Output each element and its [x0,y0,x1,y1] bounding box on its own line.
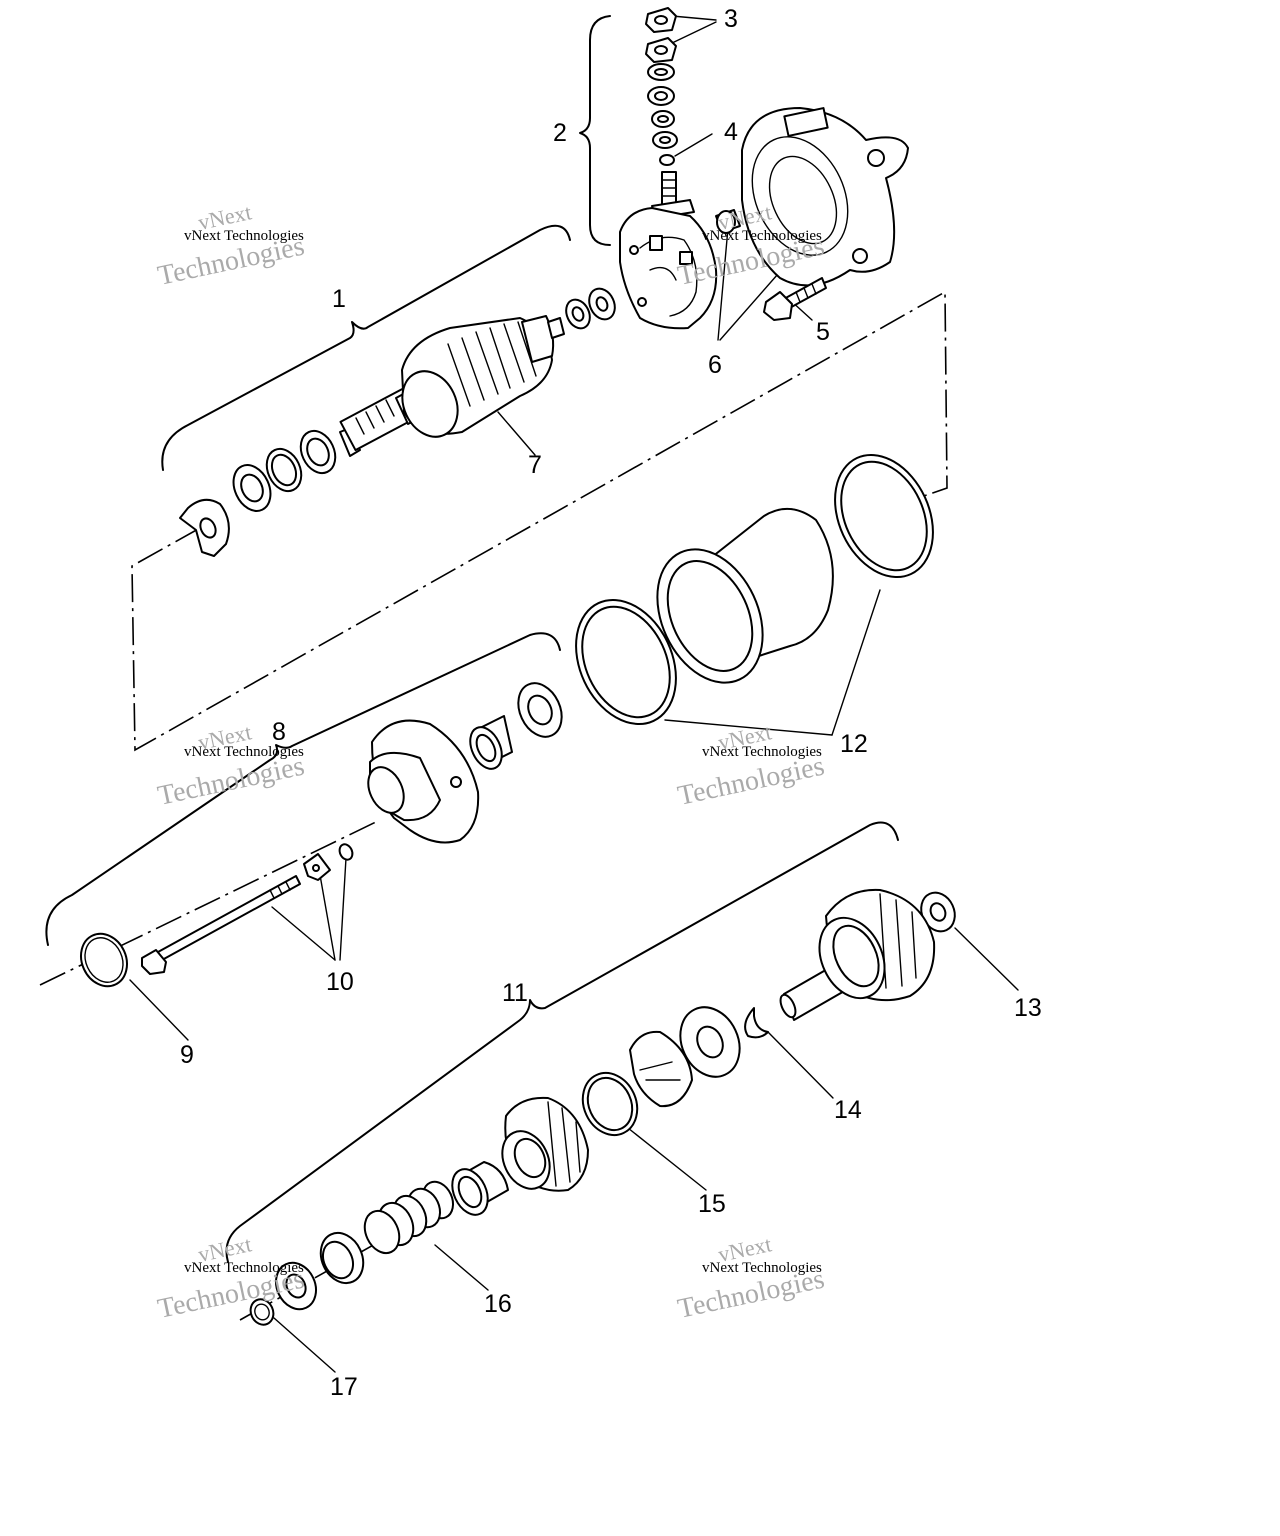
callout-9: 9 [180,1041,194,1069]
svg-text:vNext Technologies: vNext Technologies [184,744,304,760]
snap-ring-9 [80,932,128,988]
svg-text:vNext Technologies: vNext Technologies [184,1260,304,1276]
svg-text:vNext Technologies: vNext Technologies [184,228,304,244]
watermark-bottom-left: vNext Technologies vNext Technologies [155,1231,307,1325]
callout-4: 4 [724,118,738,146]
overrunning-gear-13 [779,888,956,1021]
callout-10: 10 [326,968,354,996]
callout-6: 6 [708,351,722,379]
callout-3: 3 [724,5,738,33]
terminal-nut-stack [645,7,678,166]
bearings [469,682,563,770]
callout-1: 1 [332,285,346,313]
spring-16 [363,1180,455,1255]
clip-17 [249,1298,275,1326]
callout-2: 2 [553,119,567,147]
watermark-top-left: vNext Technologies vNext Technologies [155,199,307,292]
callout-12: 12 [840,730,868,758]
pinion-gear [501,1096,589,1192]
brush-plate-assembly [619,171,718,330]
callout-15: 15 [698,1190,726,1218]
watermark-bottom-right: vNext Technologies vNext Technologies [675,1231,827,1325]
pinion-stop-cap [275,1231,365,1311]
circlip-14 [744,1007,769,1039]
callout-numbers: 1 2 3 4 5 6 7 8 9 10 11 12 13 14 15 16 1… [180,5,1042,1401]
callout-5: 5 [816,318,830,346]
armature-7 [339,315,565,457]
bushing-6 [715,209,741,234]
yoke-housing-12 [575,453,934,726]
screw-5 [763,277,827,321]
stop-collar [629,1006,741,1108]
leader-lines [129,15,1019,1373]
o-ring-4 [659,154,675,166]
svg-text:vNext Technologies: vNext Technologies [702,1260,822,1276]
callout-8: 8 [272,718,286,746]
callout-13: 13 [1014,994,1042,1022]
callout-17: 17 [330,1373,358,1401]
callout-14: 14 [834,1096,862,1124]
through-bolt-10 [141,843,354,975]
callout-7: 7 [528,451,542,479]
sleeve [451,1161,509,1216]
group-braces [45,15,899,1263]
rear-end-housing [741,107,909,287]
armature-washers [179,287,616,557]
callout-16: 16 [484,1290,512,1318]
callout-11: 11 [502,979,528,1007]
front-housing-8 [367,719,480,844]
svg-text:vNext Technologies: vNext Technologies [702,228,822,244]
svg-text:vNext Technologies: vNext Technologies [702,744,822,760]
ring-15 [581,1071,639,1137]
